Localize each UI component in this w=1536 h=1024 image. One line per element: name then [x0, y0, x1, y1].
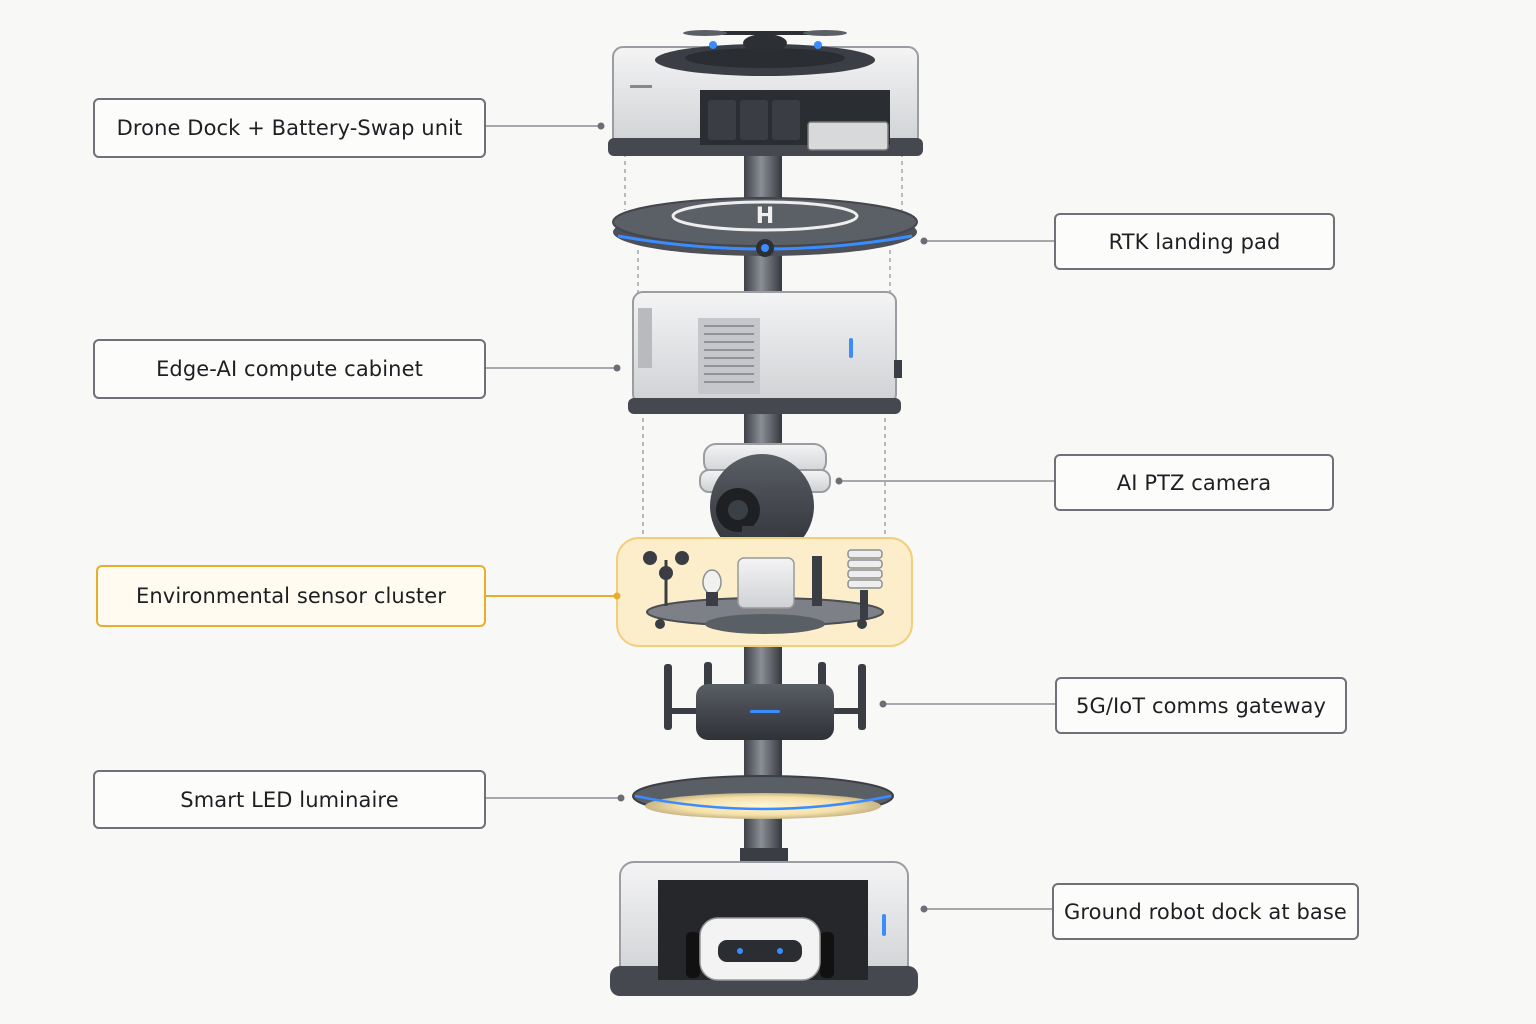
- led-luminaire-illustration: [632, 775, 894, 819]
- robot-dock-illustration: [610, 848, 918, 996]
- callout-env-sensor-cluster: Environmental sensor cluster: [96, 565, 486, 627]
- callout-drone-dock-text: Drone Dock + Battery-Swap unit: [116, 116, 463, 140]
- callout-robot-dock-text: Ground robot dock at base: [1064, 899, 1347, 924]
- leader-line-highlight: [485, 592, 621, 600]
- edge-ai-cabinet-illustration: [628, 291, 902, 414]
- env-sensor-cluster-illustration: [616, 537, 913, 647]
- callout-comms-gateway-text: 5G/IoT comms gateway: [1075, 693, 1326, 718]
- svg-text:H: H: [756, 204, 774, 229]
- callout-env-sensor-cluster-text: Environmental sensor cluster: [136, 584, 446, 608]
- callout-edge-ai-cabinet: Edge-AI compute cabinet: [93, 339, 486, 399]
- callout-comms-gateway: 5G/IoT comms gateway: [1055, 677, 1347, 734]
- drone-dock-illustration: [608, 30, 923, 156]
- callout-rtk-landing-pad: RTK landing pad: [1054, 213, 1335, 270]
- callout-ptz-camera-text: AI PTZ camera: [1116, 470, 1272, 495]
- ptz-camera-illustration: [699, 443, 831, 558]
- rtk-landing-pad-illustration: H: [612, 197, 918, 257]
- leader-lines: [485, 122, 1056, 913]
- callout-edge-ai-cabinet-text: Edge-AI compute cabinet: [156, 357, 423, 381]
- callout-rtk-landing-pad-text: RTK landing pad: [1108, 229, 1281, 254]
- callout-ptz-camera: AI PTZ camera: [1054, 454, 1334, 511]
- callout-led-luminaire-text: Smart LED luminaire: [180, 787, 399, 812]
- callout-robot-dock: Ground robot dock at base: [1052, 883, 1359, 940]
- comms-gateway-illustration: [664, 662, 866, 740]
- callout-led-luminaire: Smart LED luminaire: [93, 770, 486, 829]
- callout-drone-dock: Drone Dock + Battery-Swap unit: [93, 98, 486, 158]
